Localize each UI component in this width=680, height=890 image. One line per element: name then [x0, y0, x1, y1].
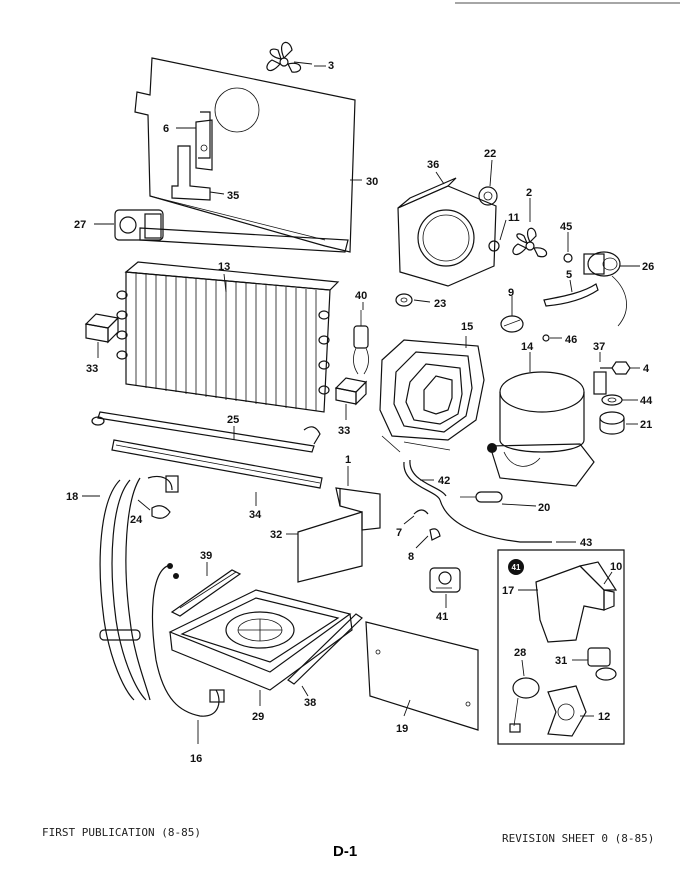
label-5: 5 [566, 269, 572, 281]
tube-42 [403, 459, 447, 501]
fan-blade-2 [512, 227, 548, 258]
grommet-9 [500, 315, 524, 333]
marker-41-label: 41 [512, 563, 521, 572]
label-46: 46 [565, 334, 577, 346]
part-labels: 3 6 35 30 27 13 33 40 33 25 34 1 32 18 2… [66, 60, 654, 765]
coil-15 [379, 339, 485, 453]
back-panel-30 [134, 57, 356, 253]
tube-43 [439, 499, 552, 543]
label-32: 32 [270, 529, 282, 541]
nut-45 [563, 253, 573, 263]
panel-19 [365, 621, 479, 731]
label-24: 24 [130, 514, 143, 526]
bushing-22 [478, 186, 498, 206]
label-19: 19 [396, 723, 408, 735]
label-39: 39 [200, 550, 212, 562]
block-33-left [84, 313, 120, 344]
label-26: 26 [642, 261, 654, 273]
label-41: 41 [436, 611, 448, 623]
label-1: 1 [345, 454, 351, 466]
label-34: 34 [249, 509, 262, 521]
label-43: 43 [580, 537, 592, 549]
label-31: 31 [555, 655, 567, 667]
bracket-35 [171, 145, 211, 201]
footer-revision-sheet: REVISION SHEET 0 (8-85) [502, 832, 655, 845]
clip-11 [488, 240, 500, 252]
label-12: 12 [598, 711, 610, 723]
label-45: 45 [560, 221, 572, 233]
footer-first-publication: FIRST PUBLICATION (8-85) [42, 826, 201, 839]
bracket-6 [195, 111, 213, 171]
label-14: 14 [521, 341, 534, 353]
fan-shroud-36 [397, 177, 497, 287]
thermostat-41 [429, 567, 461, 593]
label-8: 8 [408, 551, 414, 563]
label-37: 37 [593, 341, 605, 353]
label-23: 23 [434, 298, 446, 310]
label-25: 25 [227, 414, 239, 426]
label-40: 40 [355, 290, 367, 302]
label-3: 3 [328, 60, 334, 72]
bracket-39 [170, 569, 242, 617]
block-33-right [334, 377, 368, 406]
label-29: 29 [252, 711, 264, 723]
label-22: 22 [484, 148, 496, 160]
label-13: 13 [218, 261, 230, 273]
label-27: 27 [74, 219, 86, 231]
page-identifier: D-1 [333, 843, 358, 860]
label-28: 28 [514, 647, 526, 659]
label-6: 6 [163, 123, 169, 135]
fan-motor-27 [114, 209, 164, 241]
label-9: 9 [508, 287, 514, 299]
clip-46 [542, 334, 550, 342]
mount-hardware [593, 361, 631, 435]
label-7: 7 [396, 527, 402, 539]
inset-box-10 [497, 549, 625, 745]
drain-pan-29 [168, 589, 353, 691]
grommet-23 [395, 293, 413, 307]
label-44: 44 [640, 395, 653, 407]
rail-38 [287, 613, 363, 685]
label-11: 11 [508, 212, 520, 224]
label-2: 2 [526, 187, 532, 199]
label-36: 36 [427, 159, 439, 171]
label-4: 4 [643, 363, 650, 375]
fan-blade-3 [266, 41, 302, 73]
label-38: 38 [304, 697, 316, 709]
label-18: 18 [66, 491, 78, 503]
label-20: 20 [538, 502, 550, 514]
bracket-5 [543, 283, 599, 307]
label-17: 17 [502, 585, 514, 597]
relay-40 [353, 310, 369, 375]
label-21: 21 [640, 419, 652, 431]
bracket-32 [297, 487, 381, 583]
clips-7-8 [413, 509, 441, 541]
rail-34 [111, 439, 323, 489]
compressor-14 [487, 371, 595, 487]
fan-motor-26 [583, 251, 627, 327]
label-33-right: 33 [338, 425, 350, 437]
hoses-18-24 [99, 475, 179, 701]
label-16: 16 [190, 753, 202, 765]
label-30: 30 [366, 176, 378, 188]
marker-41-badge [508, 559, 524, 575]
label-35: 35 [227, 190, 239, 202]
label-15: 15 [461, 321, 473, 333]
label-33-left: 33 [86, 363, 98, 375]
label-10: 10 [610, 561, 622, 573]
label-42: 42 [438, 475, 450, 487]
wire-harness-16 [151, 563, 225, 717]
rod-25 [91, 411, 321, 453]
drier-20 [460, 491, 503, 503]
condenser-13 [116, 261, 340, 413]
